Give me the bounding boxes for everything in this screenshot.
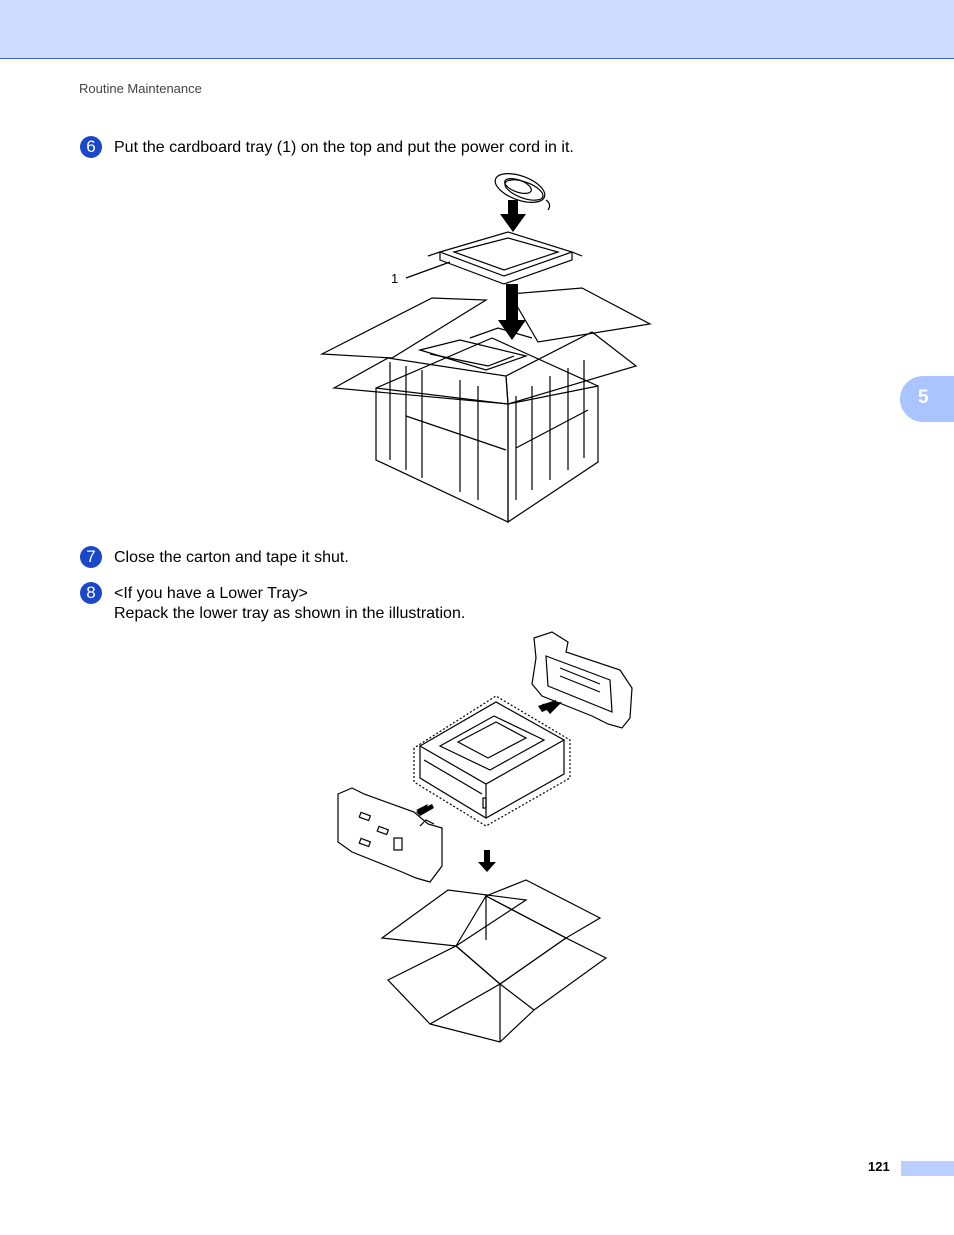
printer-packing-illustration: 1	[319, 173, 652, 524]
carton-box-icon	[319, 287, 652, 524]
step-number-badge: 8	[80, 582, 102, 604]
cardboard-tray-icon	[427, 231, 583, 285]
step-text: Put the cardboard tray (1) on the top an…	[114, 139, 574, 156]
power-cord-icon	[494, 173, 551, 211]
running-header: Routine Maintenance	[79, 81, 202, 96]
page-number-bar	[901, 1161, 954, 1176]
lower-tray-icon	[413, 695, 571, 827]
foam-packing-icon	[531, 631, 633, 729]
chapter-tab[interactable]: 5	[900, 376, 954, 422]
carton-box-icon	[380, 879, 608, 1043]
step-number-badge: 6	[80, 136, 102, 158]
foam-packing-icon	[337, 787, 443, 883]
lower-tray-packing-illustration	[337, 631, 633, 1043]
callout-label: 1	[391, 271, 398, 286]
step-number-badge: 7	[80, 546, 102, 568]
step-text-line1: <If you have a Lower Tray>	[114, 585, 308, 602]
step-text-line2: Repack the lower tray as shown in the il…	[114, 605, 466, 622]
chapter-number: 5	[918, 387, 929, 408]
callout-leader	[405, 261, 451, 279]
page-number: 121	[868, 1159, 890, 1174]
arrow-down-icon	[416, 700, 562, 872]
header-band	[0, 0, 954, 59]
step-text: Close the carton and tape it shut.	[114, 549, 349, 566]
arrow-down-icon	[498, 200, 526, 340]
